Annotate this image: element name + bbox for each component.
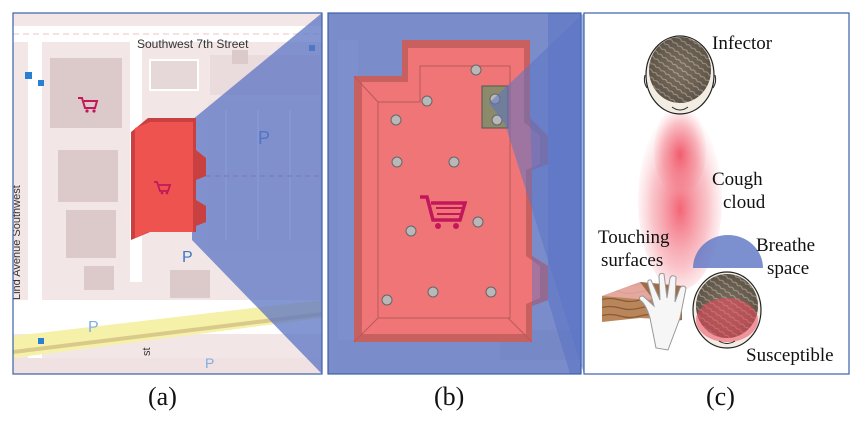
label-cough-line1: Cough	[712, 169, 763, 190]
label-susceptible: Susceptible	[746, 345, 834, 366]
store-building	[131, 118, 206, 240]
street-label-left: Lind Avenue Southwest	[11, 185, 23, 300]
parking-icon: P	[182, 249, 193, 266]
hand-icon	[638, 272, 687, 351]
panel-c-frame	[583, 12, 850, 375]
parking-icon: P	[88, 319, 99, 336]
label-touching-line2: surfaces	[601, 250, 664, 271]
label-touching-line1: Touching	[598, 227, 670, 248]
label-breathe-line1: Breathe	[756, 235, 816, 256]
caption-b: (b)	[434, 382, 465, 411]
shopping-cart-icon	[420, 195, 468, 229]
shopping-cart-icon	[78, 97, 99, 113]
infector-head-icon	[643, 35, 717, 115]
panel-a-frame	[12, 12, 323, 375]
label-infector: Infector	[712, 33, 773, 54]
caption-a: (a)	[148, 382, 177, 411]
street-label-top: Southwest 7th Street	[137, 37, 249, 51]
panel-c-transmission	[584, 13, 849, 374]
caption-c: (c)	[706, 382, 735, 411]
zoom-connector	[489, 13, 584, 374]
label-breathe-line2: space	[767, 258, 810, 279]
panel-a-map: P P P P Southwest 7th Street Lind Avenue…	[11, 13, 322, 374]
susceptible-head-icon	[692, 271, 762, 349]
label-cough-line2: cloud	[723, 192, 766, 213]
breathe-space-zone	[693, 235, 763, 268]
parking-icon: P	[205, 355, 214, 371]
street-label-bottom: st	[141, 347, 153, 356]
shopping-cart-icon	[154, 181, 172, 195]
